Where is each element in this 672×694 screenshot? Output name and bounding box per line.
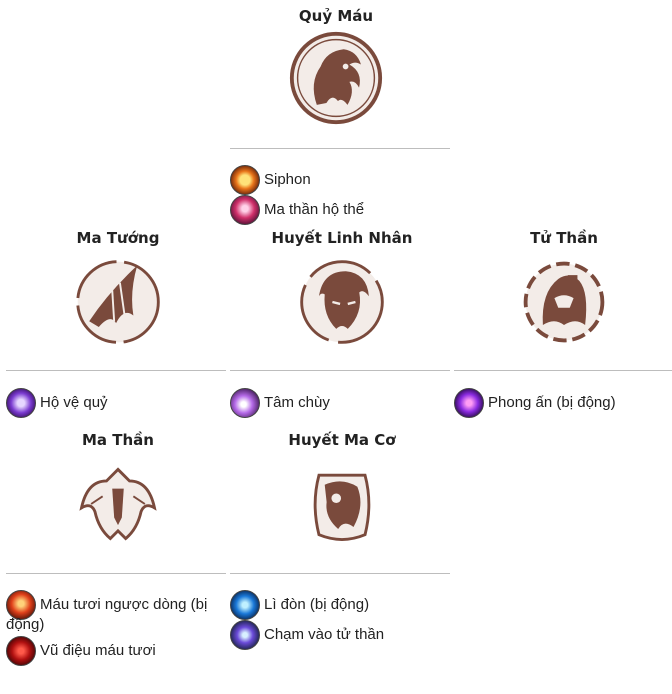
class-card-quy-mau: Quỷ Máu <box>224 0 448 126</box>
class-title: Huyết Ma Cơ <box>288 431 396 449</box>
skill-item[interactable]: Hộ vệ quỷ <box>6 388 230 418</box>
divider <box>230 573 450 574</box>
class-title: Quỷ Máu <box>298 7 374 25</box>
skill-list: Tâm chùy <box>230 388 454 418</box>
wing-blade-emblem-icon <box>76 260 160 344</box>
skill-item[interactable]: Máu tươi ngược dòng (bị <box>6 590 230 620</box>
skill-label: Tâm chùy <box>264 394 330 411</box>
skill-item[interactable]: Ma thần hộ thể <box>230 195 454 225</box>
skill-label: Ma thần hộ thể <box>264 201 365 218</box>
class-card-tu-than: Tử Thần <box>452 222 672 350</box>
divider <box>454 370 672 371</box>
demon-wings-emblem-icon <box>79 467 157 541</box>
skull-guard-icon <box>6 388 36 418</box>
skill-item[interactable]: Tâm chùy <box>230 388 454 418</box>
skill-label: Phong ấn (bị động) <box>488 394 616 411</box>
demon-shield-icon <box>230 195 260 225</box>
skill-list: Máu tươi ngược dòng (bị động) Vũ điệu má… <box>6 590 230 666</box>
class-title: Tử Thần <box>530 229 598 247</box>
warrior-face-emblem-icon <box>300 260 384 344</box>
skill-label-continued: động) <box>6 616 45 633</box>
divider <box>6 370 226 371</box>
spirit-hammer-icon <box>230 388 260 418</box>
skill-item[interactable]: Vũ điệu máu tươi <box>6 636 230 666</box>
death-touch-icon <box>230 620 260 650</box>
skill-label: Máu tươi ngược dòng (bị <box>40 596 208 613</box>
class-card-huyet-ma-co: Huyết Ma Cơ <box>230 424 454 552</box>
skill-item[interactable]: Phong ấn (bị động) <box>454 388 672 418</box>
reaper-cloak-emblem-icon <box>523 261 605 343</box>
skill-list: Siphon Ma thần hộ thể <box>230 165 454 225</box>
skill-label: Vũ điệu máu tươi <box>40 642 156 659</box>
class-card-ma-tuong: Ma Tướng <box>6 222 230 350</box>
blood-dance-icon <box>6 636 36 666</box>
fire-orb-icon <box>230 165 260 195</box>
skill-list: Hộ vệ quỷ <box>6 388 230 418</box>
divider <box>230 148 450 149</box>
beast-head-emblem-icon <box>289 31 383 125</box>
tough-shield-icon <box>230 590 260 620</box>
divider <box>230 370 450 371</box>
blood-flow-icon <box>6 590 36 620</box>
class-title: Huyết Linh Nhân <box>271 229 413 247</box>
skill-list: Phong ấn (bị động) <box>454 388 672 418</box>
class-card-ma-than: Ma Thần <box>6 424 230 552</box>
skill-item[interactable]: Lì đòn (bị động) <box>230 590 454 620</box>
skill-item[interactable]: Siphon <box>230 165 454 195</box>
skill-label: Siphon <box>264 171 311 188</box>
class-card-huyet-linh-nhan: Huyết Linh Nhân <box>230 222 454 350</box>
class-title: Ma Thần <box>82 431 154 449</box>
witch-emblem-icon <box>313 473 371 541</box>
class-title: Ma Tướng <box>76 229 160 247</box>
seal-eyes-icon <box>454 388 484 418</box>
skill-list: Lì đòn (bị động) Chạm vào tử thần <box>230 590 454 650</box>
skill-label: Lì đòn (bị động) <box>264 596 370 613</box>
skill-label: Chạm vào tử thần <box>264 626 385 643</box>
divider <box>6 573 226 574</box>
skill-label: Hộ vệ quỷ <box>40 394 108 411</box>
skill-item[interactable]: Chạm vào tử thần <box>230 620 454 650</box>
